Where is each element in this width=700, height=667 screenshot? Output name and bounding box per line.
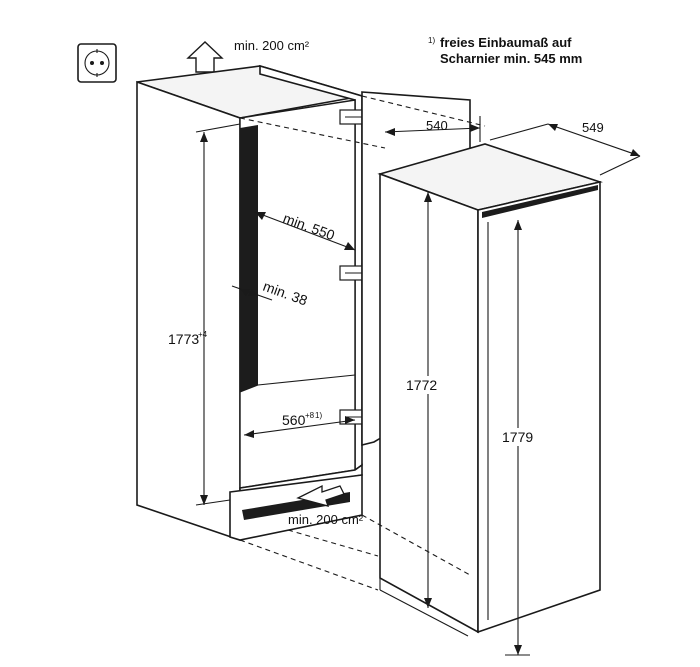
dim-1779: 1779 xyxy=(496,220,542,656)
cabinet-left-panel xyxy=(136,80,241,542)
airflow-in-arrow-icon xyxy=(296,484,345,507)
appliance-left-side xyxy=(379,172,479,634)
dim-1772-label: 1772 xyxy=(406,377,437,393)
dim-549: 549 xyxy=(489,120,641,176)
dim-1773: 1773 +4 xyxy=(168,123,241,506)
dim-560-label: 560 xyxy=(282,412,306,428)
vent-top-label: min. 200 cm² xyxy=(234,38,310,53)
footnote-line2: Scharnier min. 545 mm xyxy=(440,51,582,66)
footnote: 1) freies Einbaumaß auf Scharnier min. 5… xyxy=(428,35,582,66)
dim-560: 560 +8 1) xyxy=(243,411,356,438)
cabinet-niche xyxy=(136,64,371,542)
dim-560-tolerance: +8 xyxy=(305,411,315,420)
dim-549-label: 549 xyxy=(582,120,604,135)
dim-1779-label: 1779 xyxy=(502,429,533,445)
cabinet-back-shadow xyxy=(240,125,258,392)
footnote-marker: 1) xyxy=(428,36,435,45)
dim-1772: 1772 xyxy=(402,192,440,608)
dim-540: 540 xyxy=(384,116,481,142)
dim-1773-tolerance: +4 xyxy=(198,330,208,339)
airflow-up-arrow-icon xyxy=(186,41,224,73)
footnote-line1: freies Einbaumaß auf xyxy=(440,35,572,50)
dim-1773-label: 1773 xyxy=(168,331,199,347)
appliance-door-gap xyxy=(482,185,598,218)
vent-bottom-label: min. 200 cm² xyxy=(288,512,364,527)
appliance-front-door xyxy=(477,180,601,634)
dim-560-footnote-ref: 1) xyxy=(315,411,322,420)
appliance xyxy=(377,143,603,637)
dim-540-label: 540 xyxy=(426,118,448,133)
power-socket-icon xyxy=(77,43,117,83)
